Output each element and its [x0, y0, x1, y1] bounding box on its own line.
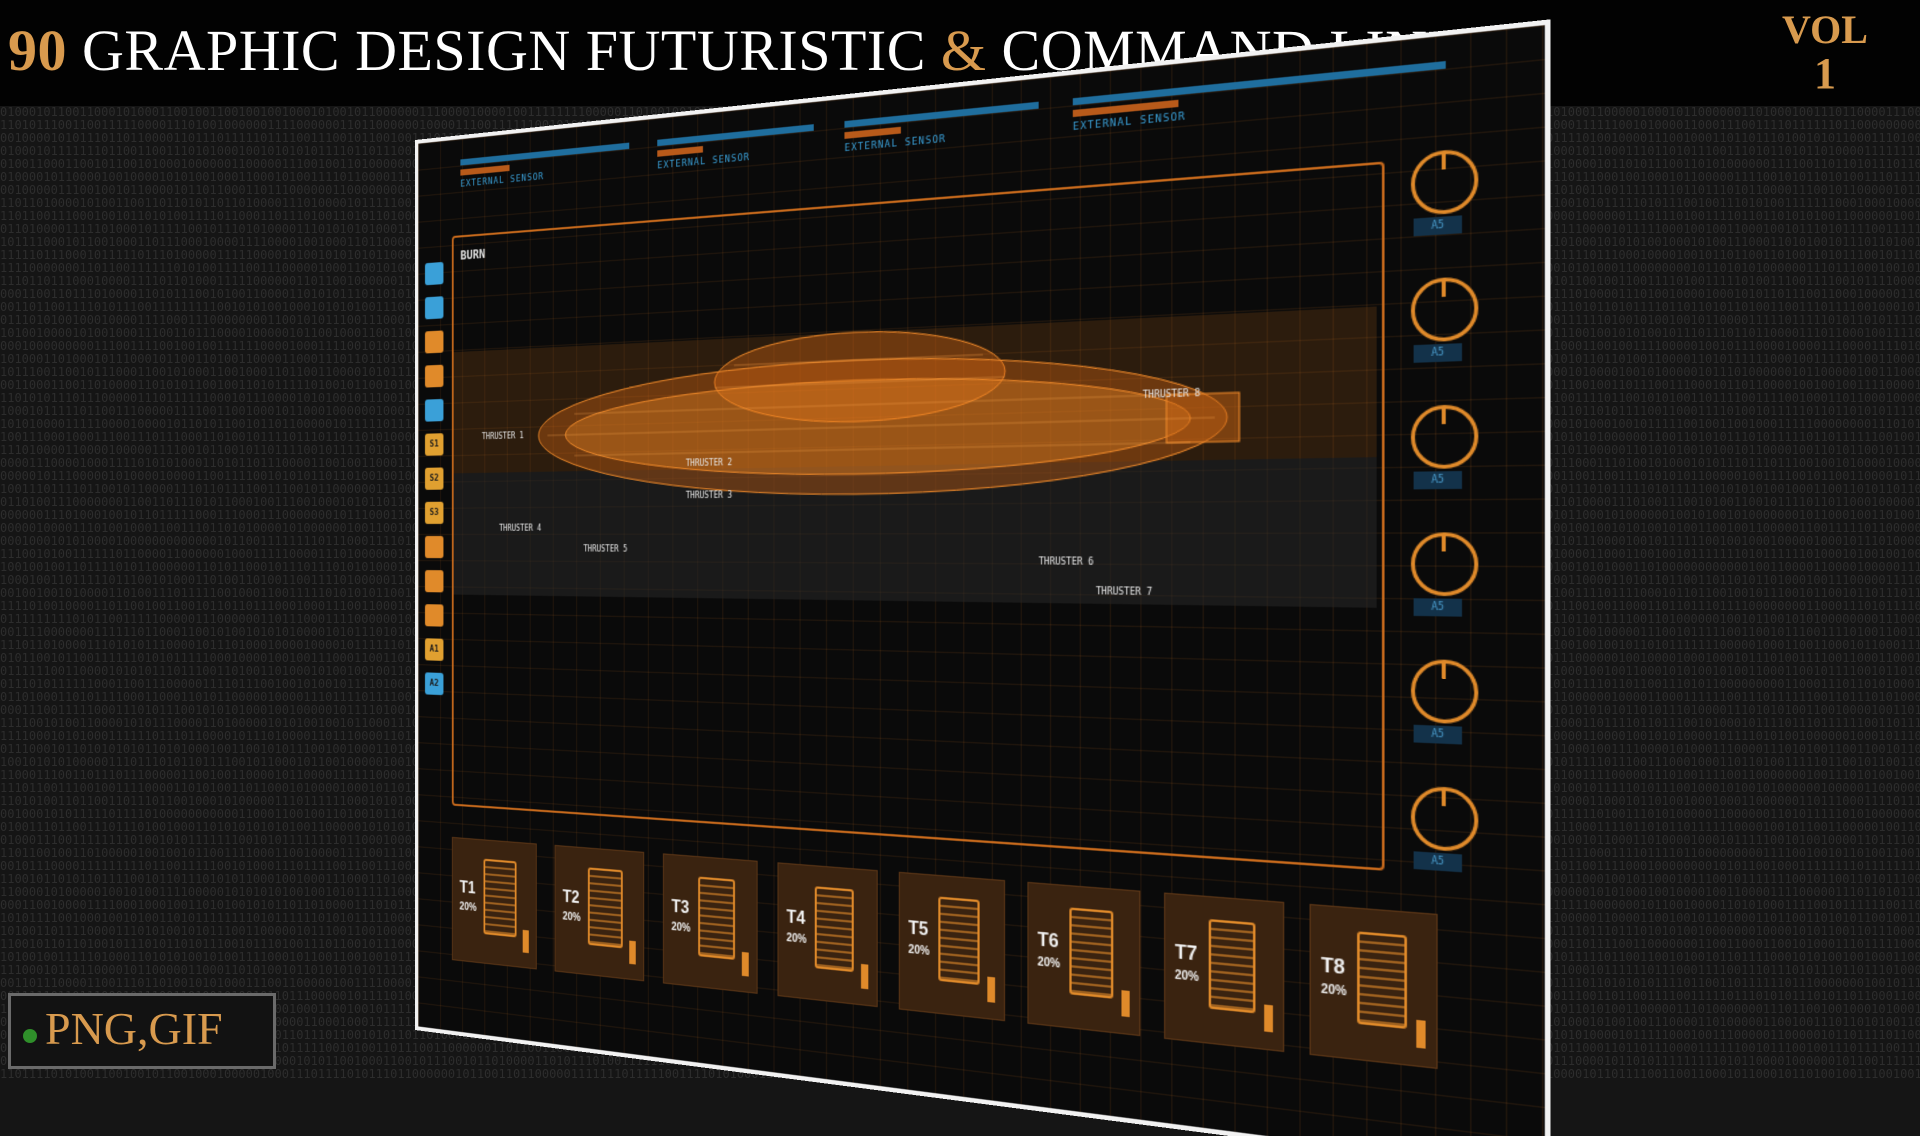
- side-icon-button[interactable]: S3: [424, 501, 444, 524]
- side-icon-button[interactable]: [424, 364, 444, 388]
- knob-tag: A5: [1413, 343, 1462, 363]
- thruster-percent: 20%: [786, 932, 807, 947]
- knob-tag: A5: [1413, 598, 1462, 617]
- thrust-level-bar: [1416, 1019, 1426, 1049]
- knob-tag: A5: [1413, 215, 1462, 237]
- knob-control[interactable]: A5: [1406, 785, 1528, 921]
- thruster-callout: THRUSTER 8: [1142, 387, 1201, 401]
- thruster-percent: 20%: [671, 921, 691, 935]
- engine-icon: [698, 876, 735, 960]
- knob-control[interactable]: A5: [1406, 144, 1528, 280]
- engine-icon: [1208, 919, 1256, 1014]
- side-icon-button[interactable]: [424, 261, 444, 286]
- engine-icon: [587, 867, 623, 949]
- side-icon-button[interactable]: A1: [424, 638, 444, 661]
- side-icon-button[interactable]: [424, 570, 444, 593]
- thruster-name: T7: [1174, 942, 1198, 966]
- dial-icon: [1410, 658, 1479, 725]
- dial-icon: [1410, 275, 1479, 343]
- spaceship-wireframe: [495, 274, 1290, 545]
- hud-screen: EXTERNAL SENSOR EXTERNAL SENSOR EXTERNAL…: [415, 19, 1551, 1136]
- knob-tag: A5: [1413, 724, 1462, 745]
- thruster-percent: 20%: [1037, 956, 1061, 972]
- title-count: 90: [8, 18, 67, 83]
- volume-badge: VOL 1: [1770, 10, 1880, 98]
- thruster-name: T2: [562, 888, 580, 908]
- engine-icon: [483, 858, 517, 938]
- side-icon-button[interactable]: S1: [424, 433, 444, 456]
- knob-tag: A5: [1413, 851, 1462, 873]
- thruster-percent: 20%: [562, 911, 581, 925]
- thruster-name: T1: [459, 878, 476, 898]
- side-icon-button[interactable]: [424, 604, 444, 627]
- status-dot-icon: [23, 1029, 37, 1043]
- knob-control[interactable]: A5: [1406, 403, 1528, 533]
- thrust-level-bar: [987, 976, 996, 1003]
- vol-number: 1: [1814, 49, 1836, 98]
- thrust-level-bar: [1121, 990, 1130, 1018]
- side-icon-button[interactable]: S2: [424, 467, 444, 490]
- side-icon-button[interactable]: A2: [424, 672, 444, 696]
- sensor-label: EXTERNAL SENSOR: [460, 171, 545, 190]
- side-icon-button[interactable]: [424, 398, 444, 422]
- title-ampersand: &: [940, 18, 987, 83]
- thruster-percent: 20%: [459, 901, 477, 915]
- knob-tag: A5: [1413, 470, 1462, 490]
- thruster-percent: 20%: [1321, 982, 1347, 1000]
- thruster-name: T4: [786, 908, 806, 929]
- thruster-percent: 20%: [1174, 969, 1199, 985]
- dial-icon: [1410, 404, 1479, 470]
- side-icon-button[interactable]: [424, 535, 444, 559]
- thrust-level-bar: [1264, 1004, 1273, 1033]
- screen-stage: EXTERNAL SENSOR EXTERNAL SENSOR EXTERNAL…: [0, 0, 1920, 1080]
- dial-icon: [1410, 785, 1479, 853]
- panel-title: BURN: [460, 246, 486, 263]
- vol-label: VOL: [1782, 7, 1868, 52]
- knob-control[interactable]: A5: [1406, 658, 1528, 792]
- thruster-name: T6: [1037, 930, 1059, 953]
- thrust-level-bar: [629, 940, 636, 965]
- thruster-callout: THRUSTER 4: [499, 523, 542, 533]
- thruster-callout: THRUSTER 7: [1095, 586, 1153, 598]
- title-part-1: GRAPHIC DESIGN FUTURISTIC: [82, 18, 926, 83]
- thruster-percent: 20%: [908, 943, 930, 959]
- format-label: PNG,GIF: [45, 1003, 223, 1054]
- thrust-level-bar: [741, 951, 749, 977]
- engine-icon: [1357, 931, 1407, 1029]
- thruster-callout: THRUSTER 1: [481, 430, 524, 442]
- thruster-name: T8: [1321, 955, 1346, 979]
- dial-icon: [1410, 147, 1479, 217]
- thrust-level-bar: [861, 963, 869, 990]
- thrust-level-bar: [522, 929, 529, 954]
- knob-control[interactable]: A5: [1406, 273, 1528, 406]
- thruster-callout: THRUSTER 3: [685, 490, 733, 501]
- engine-icon: [1069, 907, 1114, 999]
- thruster-callout: THRUSTER 2: [685, 457, 733, 469]
- engine-icon: [814, 886, 854, 973]
- thruster-callout: THRUSTER 6: [1038, 556, 1094, 568]
- dial-icon: [1410, 532, 1479, 597]
- knob-control[interactable]: A5: [1406, 532, 1528, 662]
- side-icon-button[interactable]: [424, 330, 444, 354]
- engine-icon: [938, 896, 980, 986]
- side-icon-button[interactable]: [424, 296, 444, 320]
- thruster-name: T5: [908, 918, 929, 941]
- thruster-name: T3: [671, 897, 690, 918]
- format-badge: PNG,GIF: [8, 993, 276, 1069]
- thruster-callout: THRUSTER 5: [583, 544, 628, 554]
